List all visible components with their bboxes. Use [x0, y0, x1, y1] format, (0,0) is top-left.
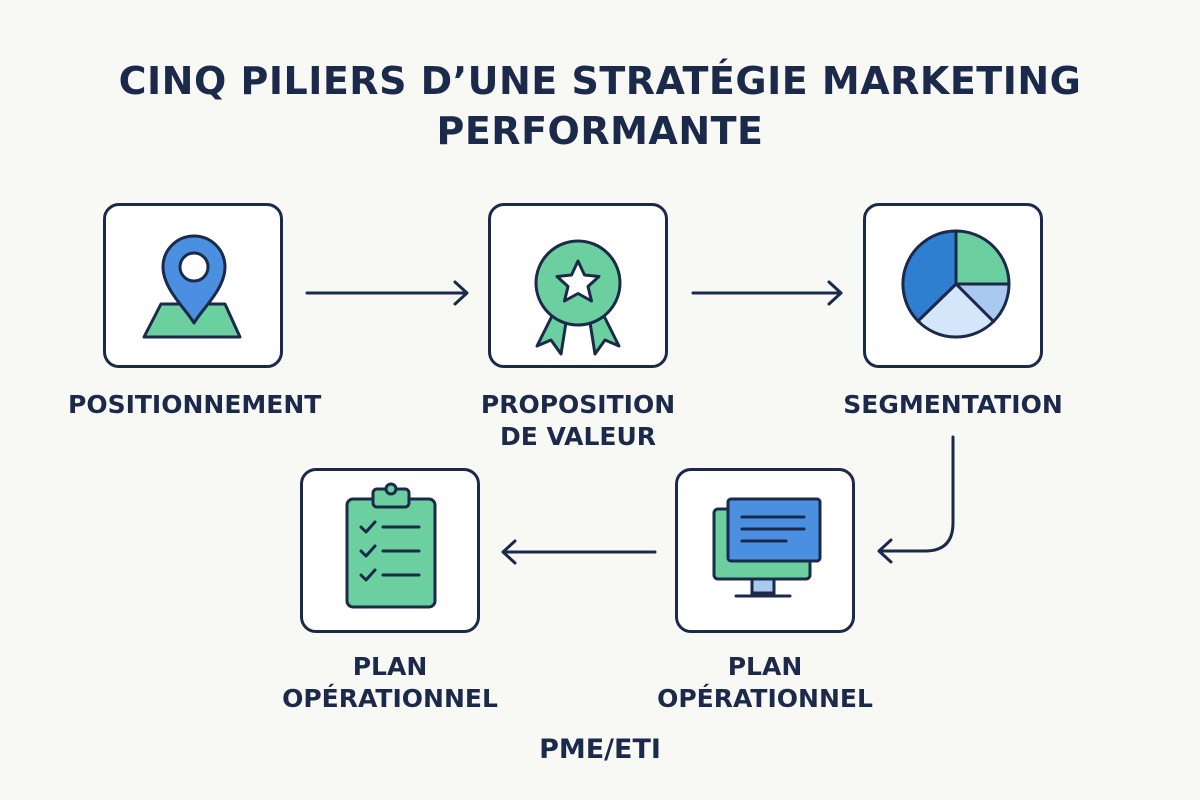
step-card-positionnement	[103, 203, 283, 368]
step-card-segmentation	[863, 203, 1043, 368]
arrow-positionnement-to-proposition	[305, 280, 469, 306]
step-label-line: PLAN	[352, 652, 428, 681]
step-card-proposition-de-valeur	[488, 203, 668, 368]
step-label-plan-operationnel-monitor: PLAN OPÉRATIONNEL	[640, 651, 890, 715]
step-label-proposition-de-valeur: PROPOSITION DE VALEUR	[453, 389, 703, 453]
diagram-title-line-1: CINQ PILIERS D’UNE STRATÉGIE MARKETING	[118, 59, 1082, 103]
step-label-line: SEGMENTATION	[843, 390, 1063, 419]
footer-caption: PME/ETI	[539, 734, 661, 765]
arrow-segmentation-to-plan	[877, 435, 955, 564]
step-label-segmentation: SEGMENTATION	[828, 389, 1078, 421]
step-label-plan-operationnel-clipboard: PLAN OPÉRATIONNEL	[265, 651, 515, 715]
step-card-plan-operationnel-monitor	[675, 468, 855, 633]
step-label-line: DE VALEUR	[499, 422, 657, 451]
arrow-proposition-to-segmentation	[691, 280, 843, 306]
step-label-line: POSITIONNEMENT	[68, 390, 322, 419]
step-card-plan-operationnel-clipboard	[300, 468, 480, 633]
diagram-title-line-2: PERFORMANTE	[436, 109, 764, 153]
step-label-line: OPÉRATIONNEL	[282, 684, 498, 713]
monitor-icon	[712, 497, 822, 598]
map-pin-icon	[142, 234, 242, 339]
step-label-line: PLAN	[727, 652, 803, 681]
arrow-plan-to-plan	[501, 539, 657, 565]
step-label-line: PROPOSITION	[480, 390, 676, 419]
award-badge-icon	[534, 239, 622, 356]
clipboard-checklist-icon	[345, 482, 437, 609]
step-label-line: OPÉRATIONNEL	[657, 684, 873, 713]
pie-chart-icon	[901, 229, 1011, 339]
step-label-positionnement: POSITIONNEMENT	[68, 389, 322, 421]
